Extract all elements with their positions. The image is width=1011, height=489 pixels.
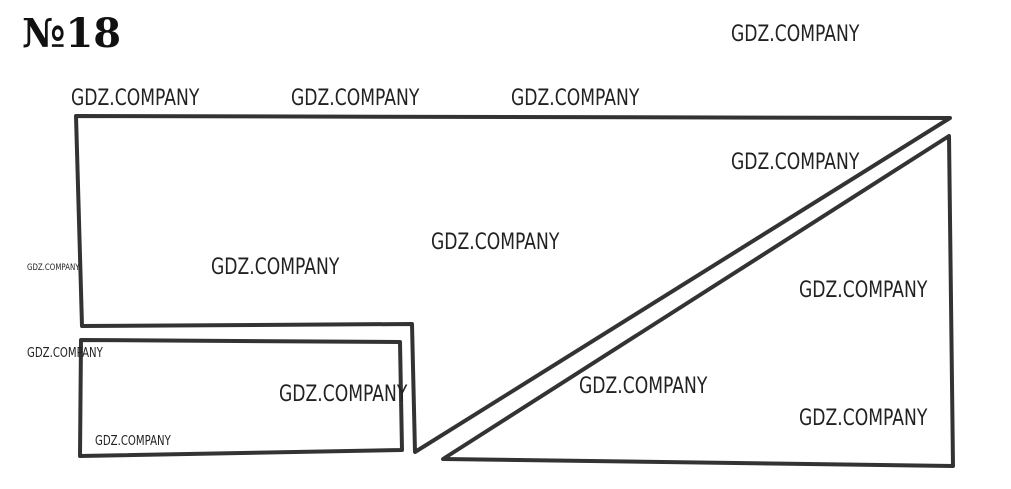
problem-number: №18 (22, 10, 122, 57)
small-quadrilateral (78, 338, 404, 458)
watermark-text: GDZ.COMPANY (95, 434, 171, 449)
watermark-text: GDZ.COMPANY (731, 22, 860, 47)
large-notched-polygon (74, 114, 952, 454)
watermark-text: GDZ.COMPANY (291, 86, 420, 111)
watermark-text: GDZ.COMPANY (211, 255, 340, 280)
watermark-text: GDZ.COMPANY (799, 278, 928, 303)
watermark-text: GDZ.COMPANY (431, 230, 560, 255)
watermark-text: GDZ.COMPANY (579, 374, 708, 399)
watermark-text: GDZ.COMPANY (71, 86, 200, 111)
watermark-text: GDZ.COMPANY (511, 86, 640, 111)
right-triangle (441, 134, 955, 468)
watermark-text: GDZ.COMPANY (27, 263, 80, 273)
watermark-text: GDZ.COMPANY (279, 382, 408, 407)
watermark-text: GDZ.COMPANY (731, 150, 860, 175)
watermark-text: GDZ.COMPANY (27, 346, 103, 361)
watermark-text: GDZ.COMPANY (799, 406, 928, 431)
